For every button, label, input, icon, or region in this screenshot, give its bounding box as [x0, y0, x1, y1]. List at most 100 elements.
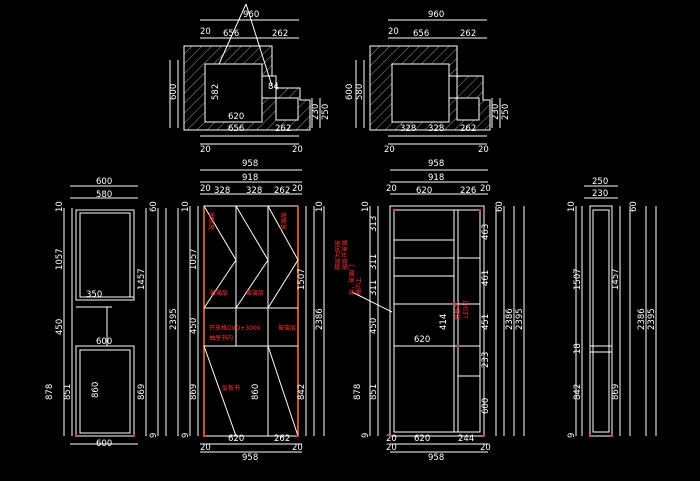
e2-l10: 10: [361, 201, 371, 212]
e1-620: 620: [228, 434, 244, 444]
sec-left-r1457: 1457: [137, 268, 147, 290]
red-tick-markers: [74, 208, 614, 438]
sec-right-r1457: 1457: [611, 268, 621, 290]
e1-r10: 10: [315, 201, 325, 212]
elevation-1-annotations: 玻璃层 玻璃层 玻璃层 玻璃层 开放格DVD+3000 抽屉书内 玻璃层 层板书: [208, 212, 296, 392]
e1-note-5: 开放格DVD+3000: [209, 324, 261, 332]
e1-note-8: 层板书: [222, 384, 240, 392]
elevation-1-labels: 958 918 20 328 328 262 20 10 1057 450 86…: [181, 159, 325, 463]
e1-l869: 869: [189, 384, 199, 400]
sec-left-r869: 869: [137, 384, 147, 400]
elevation-2-annotations: 隔层为同玻 璃层开玻璃 层，玻璃门 格内上 层板书 LED灯: [334, 240, 470, 320]
e1-860: 860: [251, 384, 261, 400]
plan-right-dim-262b: 262: [460, 124, 476, 134]
sec-left-600b: 600: [96, 439, 112, 449]
e2-20a: 20: [386, 184, 397, 194]
e2-r600: 600: [481, 398, 491, 414]
sec-left-r2395: 2395: [169, 308, 179, 330]
e1-r842: 842: [297, 384, 307, 400]
plan-left-dim-620: 620: [228, 112, 244, 122]
e1-l450: 450: [189, 318, 199, 334]
e1-r2386: 2386: [315, 308, 325, 330]
e1-958b: 958: [242, 453, 258, 463]
plan-right-dim-328a: 328: [400, 124, 416, 134]
e1-l9: 9: [181, 433, 191, 438]
e1-l1057: 1057: [189, 248, 199, 270]
plan-right-dim-656: 656: [413, 29, 429, 39]
plan-left-dim-656: 656: [223, 29, 239, 39]
e2-r414: 414: [439, 314, 449, 330]
e2-620c: 620: [414, 434, 430, 444]
sec-left-top-600: 600: [96, 177, 112, 187]
e1-958: 958: [242, 159, 258, 169]
plan-left-dim-20a: 20: [200, 145, 211, 155]
sec-right-l9: 9: [567, 433, 577, 438]
e1-note-1: 玻璃层: [208, 212, 216, 230]
sec-right-l18: 18: [573, 343, 583, 354]
plan-right-dim-250: 250: [501, 104, 511, 120]
e2-958b: 958: [428, 453, 444, 463]
plan-right-dim-600: 600: [345, 84, 355, 100]
elevation-2: [351, 169, 525, 453]
sec-left-l851: 851: [63, 384, 73, 400]
e2-20c: 20: [386, 434, 397, 444]
e2-l313: 313: [369, 216, 379, 232]
e2-note-4: 格内上: [355, 277, 363, 295]
elevation-2-labels: 958 918 20 620 226 20 10 313 311 311 450…: [353, 159, 525, 463]
e2-l9: 9: [361, 433, 371, 438]
e1-l10: 10: [181, 201, 191, 212]
e2-note-3: 层，玻璃门: [348, 265, 356, 295]
e1-918: 918: [242, 173, 258, 183]
e2-958: 958: [428, 159, 444, 169]
sec-left-l1057: 1057: [55, 248, 65, 270]
plan-right-dim-20b: 20: [478, 145, 489, 155]
sec-left-r9: 9: [149, 433, 159, 438]
e2-r60: 60: [495, 201, 505, 212]
e2-226: 226: [460, 186, 476, 196]
e1-20a: 20: [200, 184, 211, 194]
e2-620b: 620: [414, 335, 430, 345]
plan-left: [169, 3, 321, 145]
e2-note-2: 璃层开玻璃: [341, 240, 349, 270]
e2-r461a: 461: [481, 270, 491, 286]
plan-right-dim-230: 230: [491, 104, 501, 120]
e1-262b: 262: [274, 434, 290, 444]
e2-r2395: 2395: [515, 308, 525, 330]
sec-left-l878: 878: [45, 384, 55, 400]
plan-right-dim-328b: 328: [428, 124, 444, 134]
plan-left-dim-262b: 262: [275, 124, 291, 134]
section-left: [63, 185, 179, 445]
plan-left-dim-960: 960: [243, 10, 259, 20]
e1-20c: 20: [200, 443, 211, 453]
sec-right-r2395: 2395: [647, 308, 657, 330]
sec-left-l10: 10: [55, 201, 65, 212]
e2-r463: 463: [481, 224, 491, 240]
e2-r2386: 2386: [505, 308, 515, 330]
plan-left-dim-20: 20: [200, 27, 211, 37]
sec-right-r869: 869: [611, 384, 621, 400]
e1-note-6: 抽屉书内: [209, 334, 233, 342]
sec-right-l1507: 1507: [573, 268, 583, 290]
e1-note-7: 玻璃层: [278, 324, 296, 332]
sec-right-230: 230: [592, 189, 608, 199]
plan-left-dim-656b: 656: [228, 124, 244, 134]
plan-right-dim-262: 262: [460, 29, 476, 39]
plan-right-dim-20a: 20: [384, 145, 395, 155]
e2-l878: 878: [353, 384, 363, 400]
e2-l450: 450: [369, 318, 379, 334]
sec-right-r60: 60: [629, 201, 639, 212]
sec-right-l842: 842: [573, 384, 583, 400]
e2-20e: 20: [480, 443, 491, 453]
e2-l311b: 311: [369, 280, 379, 296]
e2-620: 620: [416, 186, 432, 196]
e1-262: 262: [274, 186, 290, 196]
plan-left-dim-600: 600: [169, 84, 179, 100]
e2-l311a: 311: [369, 254, 379, 270]
plan-right-dim-20: 20: [388, 27, 399, 37]
e2-note-1: 隔层为同玻: [334, 240, 342, 270]
sec-left-350: 350: [86, 290, 102, 300]
plan-right: [355, 19, 501, 145]
e2-244: 244: [458, 434, 474, 444]
sec-left-860: 860: [91, 382, 101, 398]
